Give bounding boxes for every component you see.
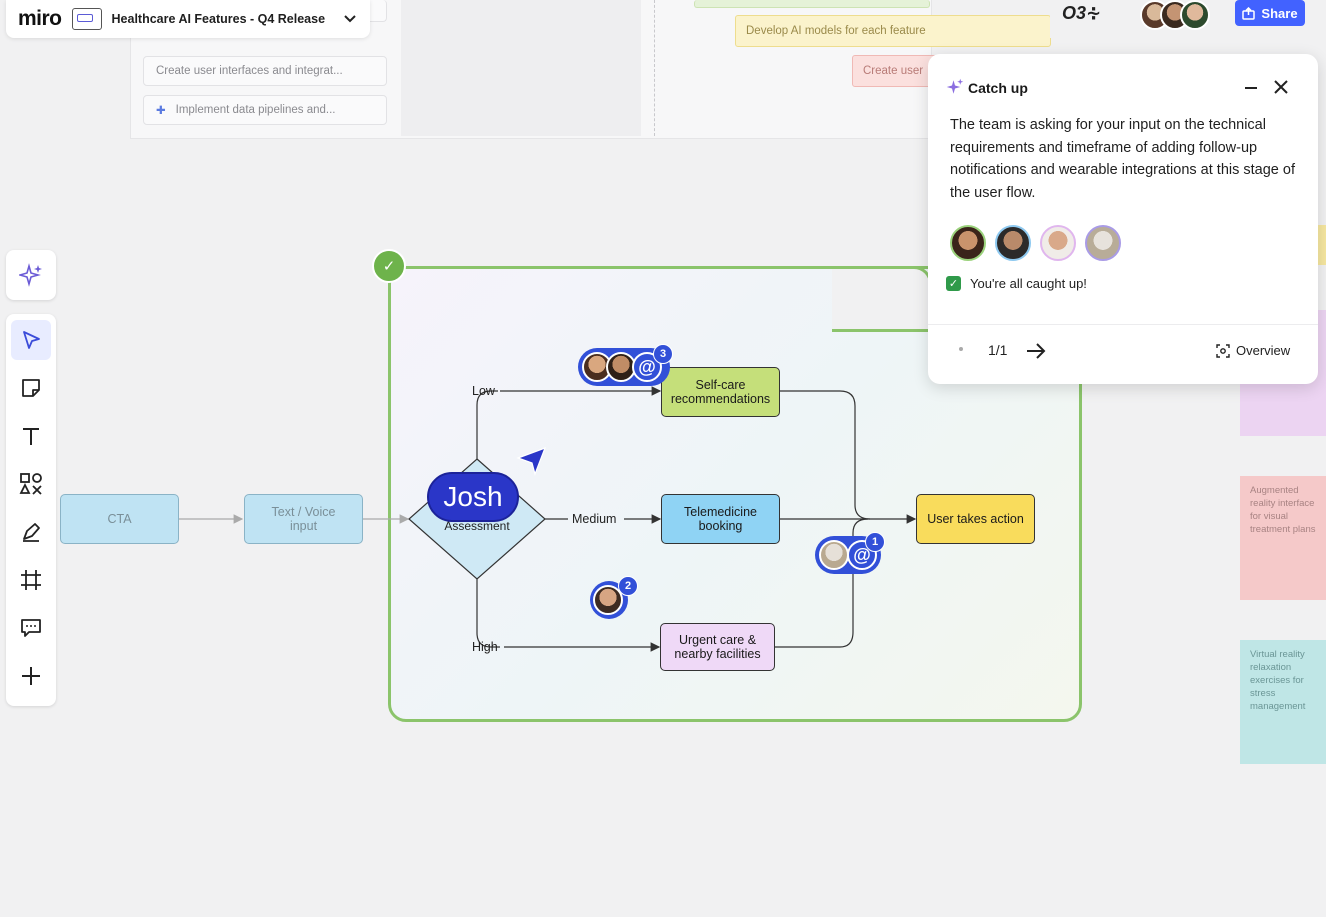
panel-title: Catch up	[968, 80, 1028, 96]
add-more-tool[interactable]	[11, 656, 51, 696]
miro-logo[interactable]: miro	[18, 7, 62, 30]
telemedicine-node[interactable]: Telemedicine booking	[661, 494, 780, 544]
board-column	[401, 0, 641, 136]
comment-count-badge: 1	[865, 532, 885, 552]
node-label: CTA	[107, 512, 132, 526]
cta-node[interactable]: CTA	[60, 494, 179, 544]
overview-label: Overview	[1236, 343, 1291, 358]
avatar[interactable]	[1040, 225, 1076, 261]
overview-icon	[1216, 343, 1230, 358]
urgent-care-node[interactable]: Urgent care & nearby facilities	[660, 623, 775, 671]
node-label: input	[289, 519, 318, 533]
avatar[interactable]	[995, 225, 1031, 261]
board-icon	[71, 8, 102, 30]
divider	[654, 0, 655, 136]
background-board: Create user interfaces and integrat... ✚…	[130, 0, 1051, 139]
sticky-note-icon	[22, 379, 40, 397]
plus-icon	[22, 667, 40, 685]
pointer-icon	[23, 331, 40, 349]
user-takes-action-node[interactable]: User takes action	[916, 494, 1035, 544]
board-card[interactable]: ✚ Implement data pipelines and...	[143, 95, 387, 125]
comment-thread-top[interactable]: @	[578, 348, 670, 386]
ai-assist-button[interactable]	[6, 250, 56, 300]
pager-count: 1/1	[988, 342, 1008, 358]
reactions-icon[interactable]: O3∻	[1062, 3, 1102, 23]
avatar[interactable]	[950, 225, 986, 261]
collaborator-avatars[interactable]	[1140, 0, 1212, 30]
sticky-note[interactable]: Develop AI models for each feature	[735, 15, 1051, 47]
select-tool[interactable]	[11, 320, 51, 360]
sticky-note-text: Virtual reality relaxation exercises for…	[1250, 649, 1306, 712]
sticky-note-text: Develop AI models for each feature	[746, 25, 926, 37]
share-label: Share	[1261, 5, 1298, 21]
sticky-note-tool[interactable]	[11, 368, 51, 408]
sticky-note[interactable]: Virtual reality relaxation exercises for…	[1240, 640, 1326, 764]
sparkle-icon	[19, 263, 42, 287]
edge-label-low: Low	[472, 384, 495, 398]
avatar[interactable]	[1180, 0, 1210, 30]
pen-tool[interactable]	[11, 512, 51, 552]
mention-icon: @	[847, 540, 877, 570]
node-label: booking	[698, 519, 743, 533]
sparkle-icon	[946, 78, 964, 94]
sticky-note-text: Create user	[863, 65, 924, 77]
frame-tool[interactable]	[11, 560, 51, 600]
pin-icon: ✚	[156, 105, 166, 117]
caught-up-status: You're all caught up!	[970, 276, 1087, 291]
text-voice-input-node[interactable]: Text / Voice input	[244, 494, 363, 544]
shapes-icon	[19, 473, 42, 495]
previous-dot-icon[interactable]	[959, 347, 963, 351]
board-card-text: Create user interfaces and integrat...	[156, 65, 343, 77]
collaborator-cursor-icon	[516, 446, 547, 476]
share-icon	[1242, 6, 1256, 20]
avatar	[819, 540, 849, 570]
panel-message: The team is asking for your input on the…	[950, 117, 1295, 201]
sticky-note-edge	[1318, 225, 1326, 265]
node-label: User takes action	[927, 512, 1024, 526]
comment-thread-middle[interactable]	[590, 581, 628, 619]
caught-up-checkbox[interactable]: ✓	[946, 276, 961, 291]
node-label: Self-care	[695, 378, 746, 392]
avatar[interactable]	[1085, 225, 1121, 261]
sticky-note[interactable]	[694, 0, 930, 8]
comment-icon	[21, 619, 41, 637]
node-label: Telemedicine	[684, 505, 757, 519]
divider	[928, 324, 1318, 325]
share-button[interactable]: Share	[1235, 0, 1305, 26]
arrow-right-icon[interactable]	[1026, 343, 1046, 359]
comment-tool[interactable]	[11, 608, 51, 648]
overview-button[interactable]: Overview	[1216, 343, 1290, 358]
resolved-check-icon[interactable]: ✓	[372, 249, 406, 283]
board-card[interactable]: Create user interfaces and integrat...	[143, 56, 387, 86]
avatar	[593, 585, 623, 615]
node-label: recommendations	[670, 392, 771, 406]
pen-icon	[23, 523, 40, 542]
sticky-note-text: Augmented reality interface for visual t…	[1250, 485, 1316, 535]
tool-bar	[6, 314, 56, 706]
text-tool[interactable]	[11, 416, 51, 456]
collaborator-cursor-label: Josh	[427, 472, 519, 522]
edge-label-medium: Medium	[572, 512, 617, 526]
node-label: Urgent care &	[678, 633, 757, 647]
catch-up-panel: Catch up The team is asking for your inp…	[928, 54, 1318, 384]
comment-count-badge: 2	[618, 576, 638, 596]
sticky-note[interactable]: Create user	[852, 55, 942, 87]
node-label: Text / Voice	[271, 505, 336, 519]
frame-notch	[832, 266, 932, 332]
node-label: nearby facilities	[674, 647, 761, 661]
minimize-icon[interactable]	[1244, 81, 1258, 95]
self-care-node[interactable]: Self-care recommendations	[661, 367, 780, 417]
close-icon[interactable]	[1274, 80, 1288, 94]
assessment-label: Assessment	[444, 519, 510, 533]
chevron-down-icon[interactable]	[343, 11, 357, 27]
sticky-note[interactable]: Augmented reality interface for visual t…	[1240, 476, 1326, 600]
board-card-text: Implement data pipelines and...	[175, 104, 336, 116]
frame-icon	[21, 570, 41, 590]
app-bar: miro Healthcare AI Features - Q4 Release	[6, 0, 370, 38]
text-icon	[23, 428, 39, 445]
edge-label-high: High	[472, 640, 498, 654]
shapes-tool[interactable]	[11, 464, 51, 504]
board-title[interactable]: Healthcare AI Features - Q4 Release	[111, 12, 326, 26]
comment-count-badge: 3	[653, 344, 673, 364]
